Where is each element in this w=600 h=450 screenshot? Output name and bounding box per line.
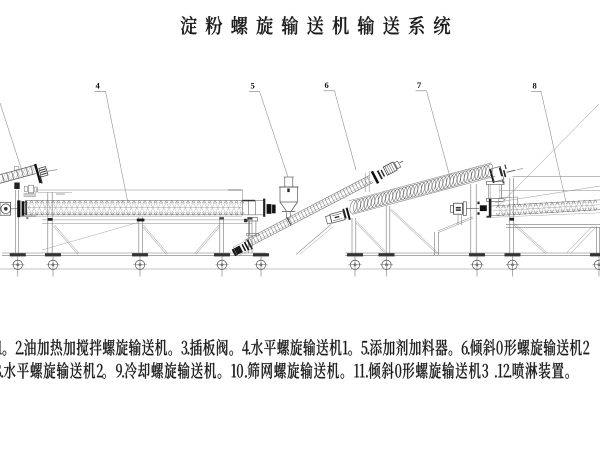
svg-text:5: 5 xyxy=(251,81,255,91)
svg-text:7: 7 xyxy=(417,80,422,90)
svg-text:8: 8 xyxy=(533,81,537,91)
svg-text:4: 4 xyxy=(96,81,101,91)
svg-text:6: 6 xyxy=(325,80,329,90)
